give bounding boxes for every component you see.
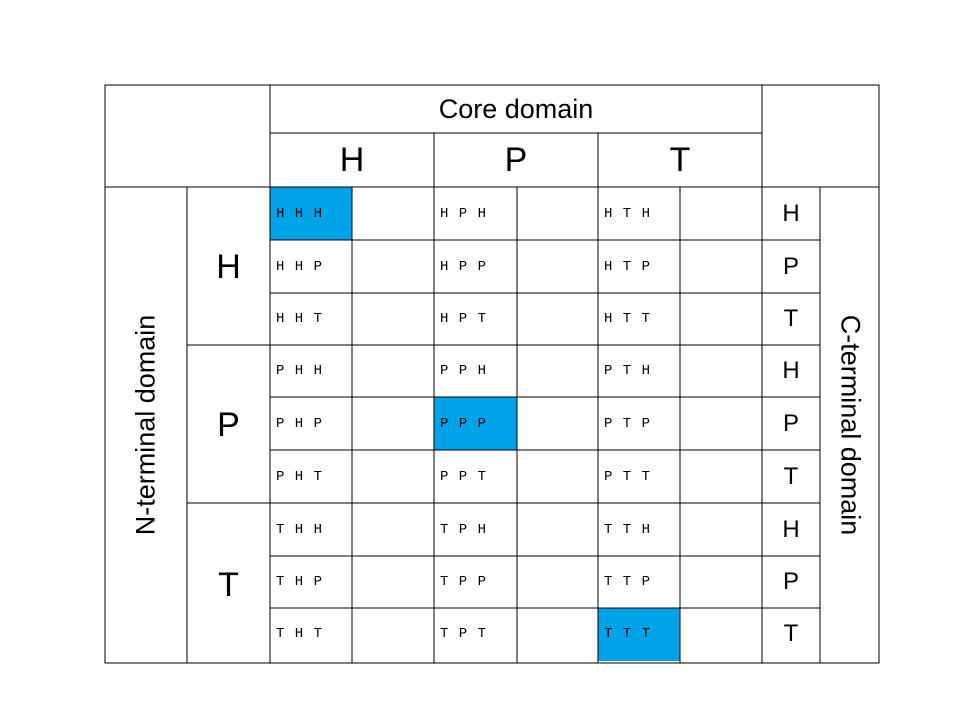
sequence-cell: H H H — [276, 206, 324, 222]
c-letter: P — [782, 253, 799, 280]
sequence-cell: P H P — [276, 416, 324, 432]
core-domain-label: Core domain — [438, 94, 594, 124]
n-letter-t: T — [218, 566, 239, 604]
sequence-cell: P H H — [276, 363, 324, 379]
sequence-cell: T H T — [276, 626, 324, 642]
sequence-cell: H T T — [604, 311, 652, 327]
c-letter: H — [782, 200, 800, 227]
sequence-cell: T T T — [604, 626, 652, 642]
c-letter: H — [782, 357, 800, 384]
sequence-cell: H T P — [604, 259, 652, 275]
sequence-cell: T T P — [604, 574, 652, 590]
c-letter: H — [782, 516, 800, 543]
sequence-cell: P P T — [440, 469, 488, 485]
sequence-cell: P P H — [440, 363, 488, 379]
c-letter: T — [783, 305, 799, 332]
sequence-cell: T H H — [276, 522, 324, 538]
sequence-cell: P T T — [604, 469, 652, 485]
c-letter: T — [783, 463, 799, 490]
c-letter: P — [782, 568, 799, 595]
c-terminal-domain-label: C-terminal domain — [835, 314, 866, 536]
highlight-cell-ppp — [434, 397, 517, 450]
n-letter-h: H — [216, 248, 241, 286]
sequence-cell: P T H — [604, 363, 652, 379]
n-terminal-domain-label: N-terminal domain — [130, 314, 161, 536]
sequence-cell: T P T — [440, 626, 488, 642]
sequence-cell: P H T — [276, 469, 324, 485]
sequence-cell: H T H — [604, 206, 652, 222]
sequence-cell: P P P — [440, 416, 488, 432]
sequence-cell: T P H — [440, 522, 488, 538]
core-letter-t: T — [669, 141, 691, 179]
sequence-cell: T T H — [604, 522, 652, 538]
sequence-cell: P T P — [604, 416, 652, 432]
core-letter-h: H — [339, 141, 365, 179]
sequence-cell: H H T — [276, 311, 324, 327]
highlight-cell-ttt — [598, 608, 680, 661]
sequence-cell: H P T — [440, 311, 488, 327]
sequence-cell: T H P — [276, 574, 324, 590]
c-letter: T — [783, 620, 799, 647]
highlight-cell-hhh — [270, 187, 352, 240]
n-letter-p: P — [217, 406, 240, 444]
sequence-cell: H H P — [276, 259, 324, 275]
sequence-cell: H P P — [440, 259, 488, 275]
core-letter-p: P — [504, 141, 528, 179]
sequence-cell: T P P — [440, 574, 488, 590]
sequence-cell: H P H — [440, 206, 488, 222]
c-letter: P — [782, 410, 799, 437]
